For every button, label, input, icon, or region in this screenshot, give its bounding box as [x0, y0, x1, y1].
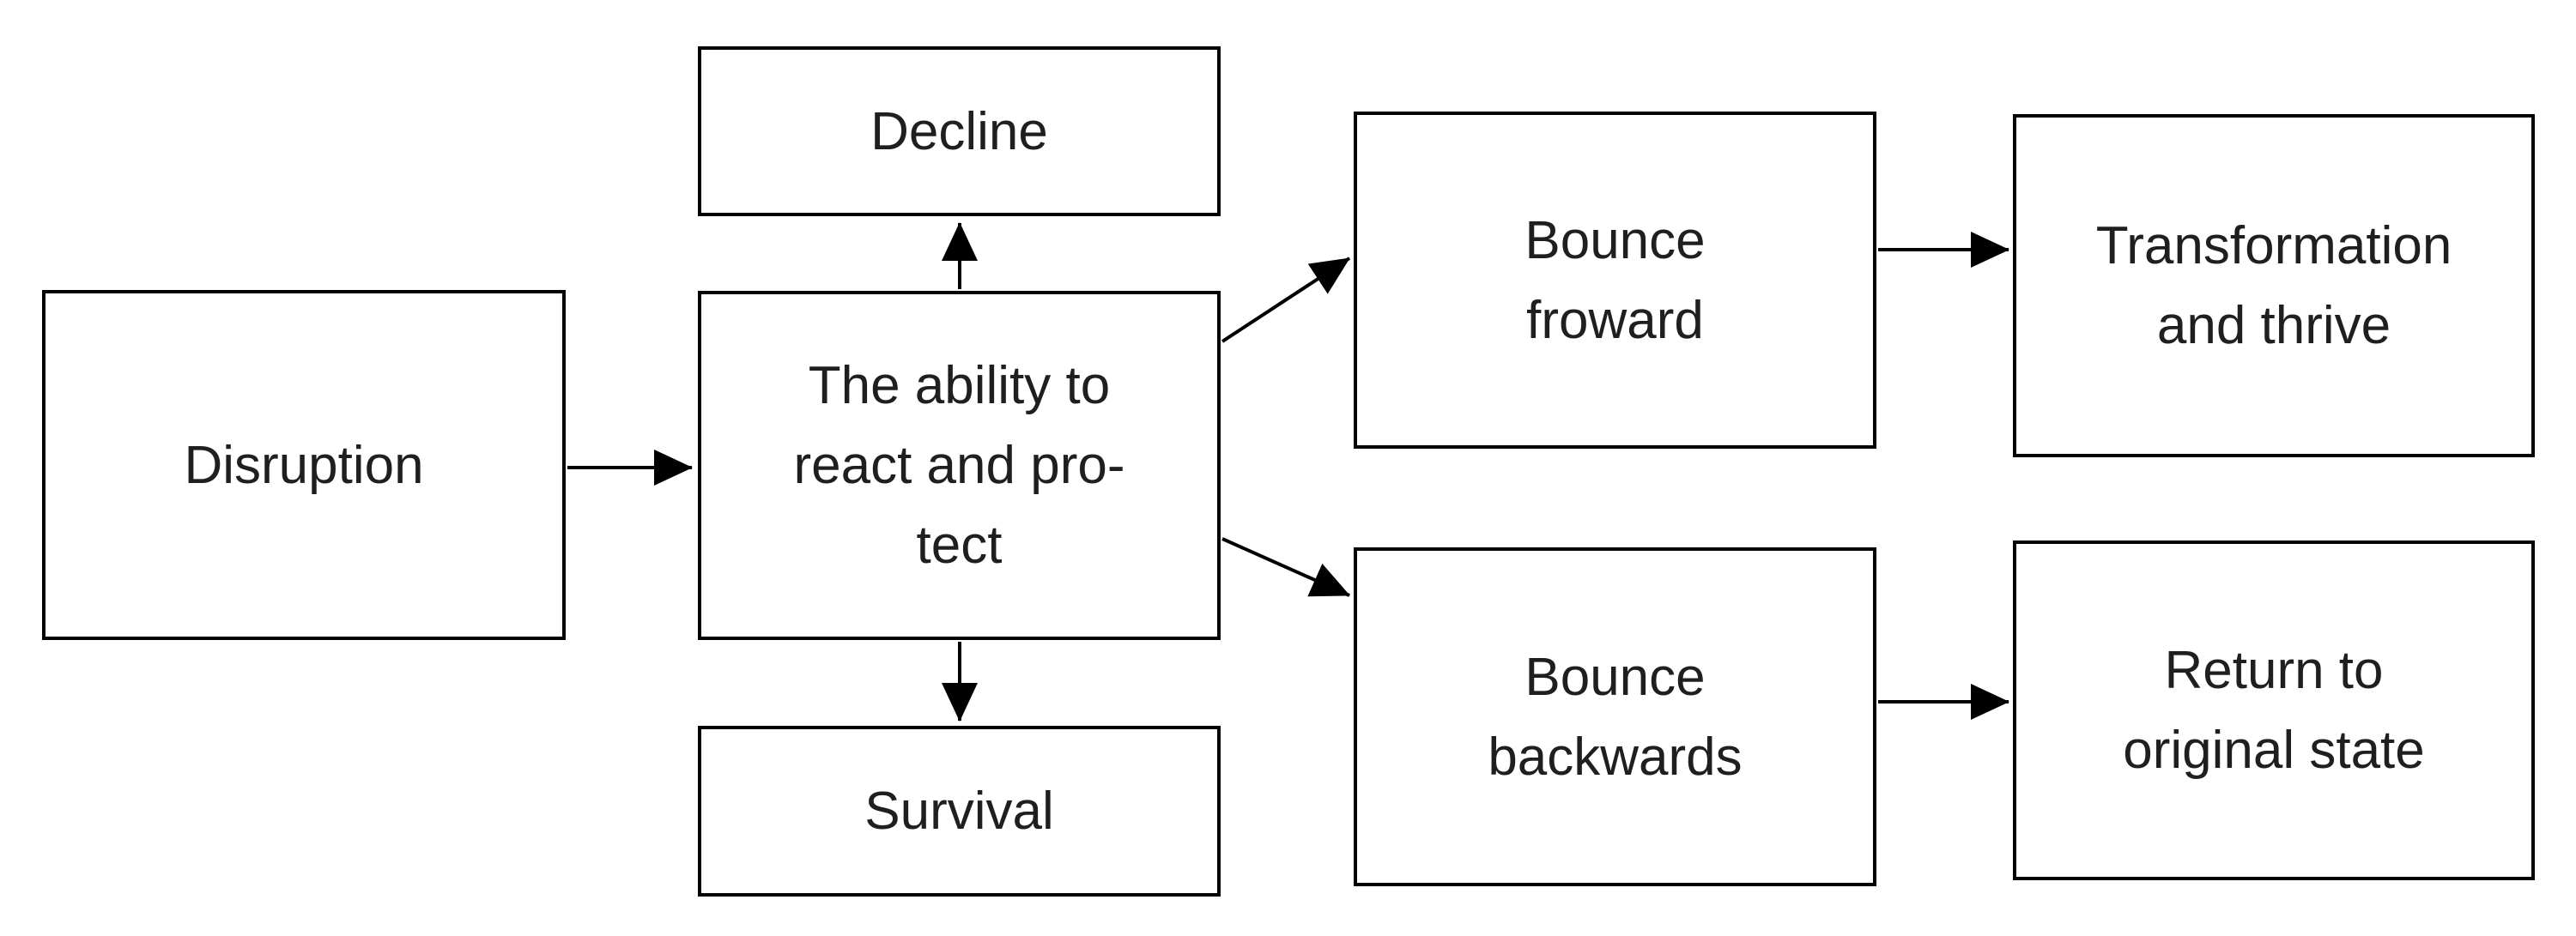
arrow-ability-to-bounce-froward — [1221, 257, 1351, 343]
node-label-line: Survival — [864, 782, 1054, 841]
node-transformation: Transformation and thrive — [2013, 114, 2535, 457]
node-disruption: Disruption — [42, 290, 566, 640]
node-label-line: react and pro- — [793, 436, 1125, 495]
arrow-ability-to-bounce-backwards — [1221, 537, 1350, 597]
node-label-line: Return to — [2164, 641, 2384, 700]
node-label-line: Disruption — [184, 435, 424, 495]
node-return: Return to original state — [2013, 540, 2535, 880]
node-decline: Decline — [698, 46, 1221, 216]
node-label-line: and thrive — [2156, 296, 2391, 355]
node-label-line: tect — [916, 516, 1003, 575]
node-label-line: The ability to — [808, 356, 1111, 415]
node-label-line: original state — [2123, 721, 2425, 780]
node-bounce-backwards: Bounce backwards — [1354, 547, 1876, 886]
node-ability: The ability to react and pro-tect — [698, 291, 1221, 640]
node-label-line: froward — [1526, 290, 1704, 350]
node-survival: Survival — [698, 726, 1221, 897]
node-label-line: Bounce — [1524, 210, 1706, 270]
node-label-line: backwards — [1488, 727, 1743, 787]
node-bounce-froward: Bounce froward — [1354, 112, 1876, 449]
node-label-line: Bounce — [1524, 647, 1706, 707]
node-label-line: Transformation — [2095, 216, 2452, 275]
node-label-line: Decline — [870, 101, 1048, 161]
